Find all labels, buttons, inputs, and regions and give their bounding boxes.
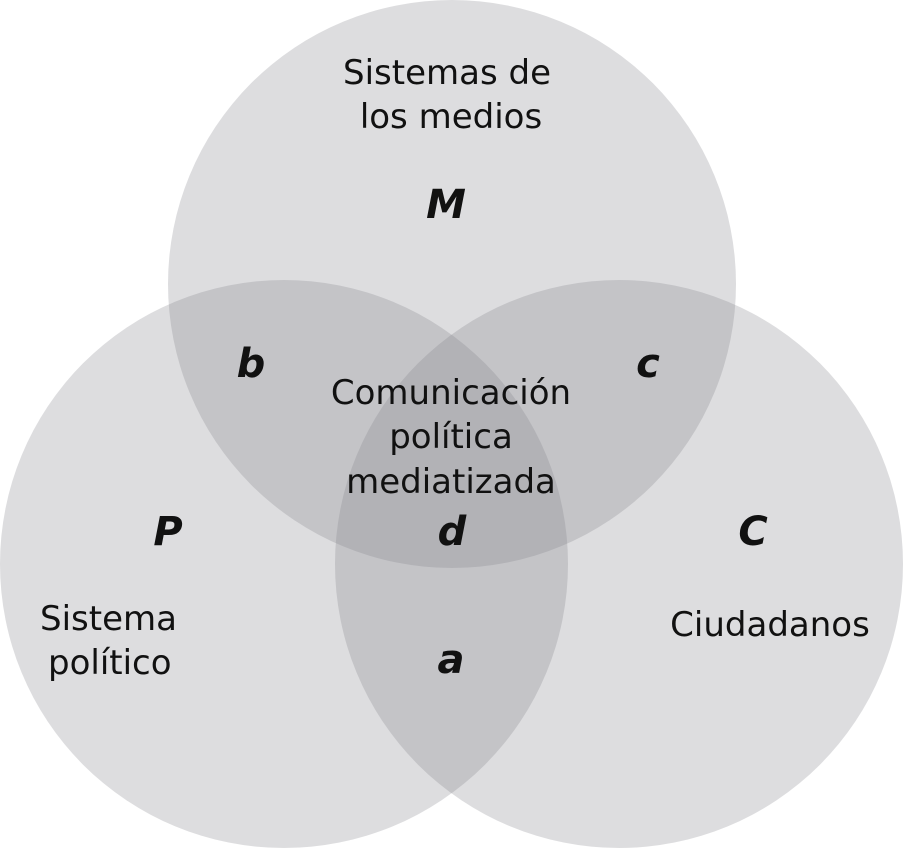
- media-systems-circle: [168, 0, 736, 568]
- political-system-letter: P: [153, 509, 182, 555]
- center-label-line2: política: [389, 417, 513, 457]
- political-system-label-line1: Sistema: [40, 599, 177, 639]
- citizens-circle: [335, 280, 903, 848]
- political-system-label-line2: político: [48, 643, 172, 683]
- political-system-circle: [0, 280, 568, 848]
- media-systems-label-line2: los medios: [360, 97, 542, 137]
- center-label-line1: Comunicación: [331, 373, 571, 413]
- intersection-a-letter: a: [438, 637, 465, 683]
- center-label-line3: mediatizada: [346, 462, 556, 502]
- citizens-label: Ciudadanos: [670, 605, 870, 645]
- intersection-d-letter: d: [438, 509, 467, 555]
- intersection-c-letter: c: [636, 341, 660, 387]
- intersection-b-letter: b: [237, 341, 266, 387]
- citizens-letter: C: [738, 509, 767, 555]
- media-systems-letter: M: [426, 182, 466, 228]
- media-systems-label-line1: Sistemas de: [343, 53, 551, 93]
